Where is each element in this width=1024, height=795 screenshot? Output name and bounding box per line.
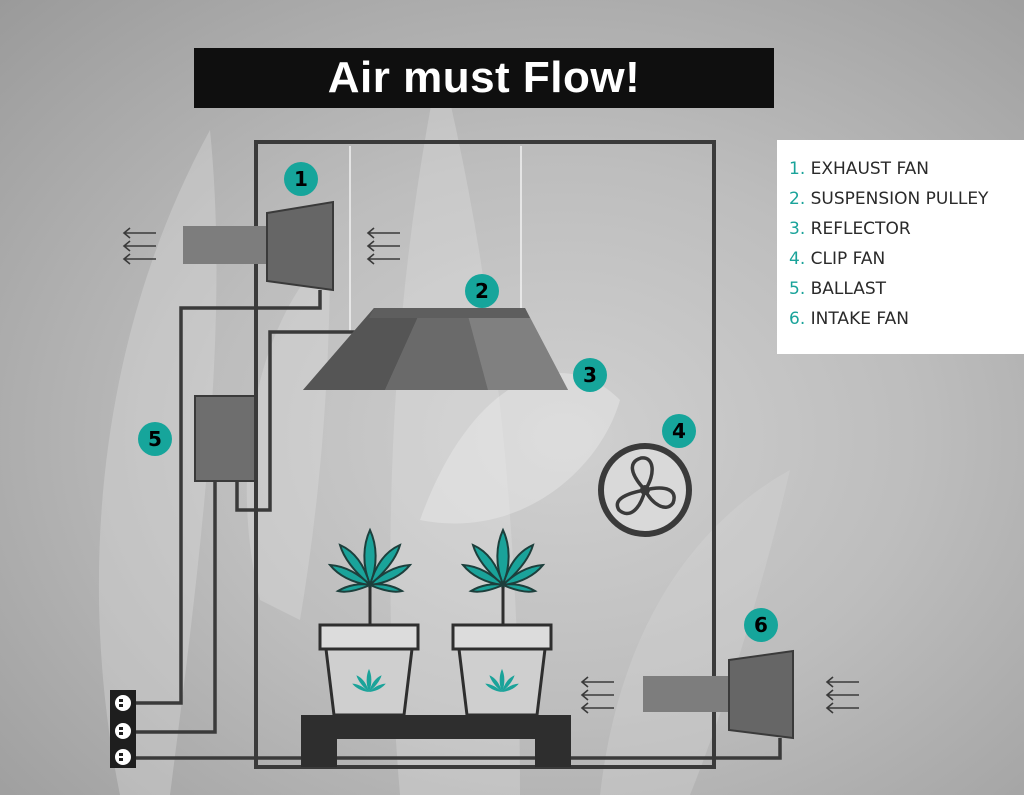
wiring (128, 290, 782, 760)
airflow-arrows-icon (580, 676, 614, 714)
legend-number: 6. (789, 309, 806, 329)
pot-leaf-icon (485, 668, 519, 692)
legend-item: 4. CLIP FAN (789, 244, 1024, 274)
airflow-arrows-icon (122, 227, 156, 265)
cannabis-plant-icon (327, 527, 413, 625)
power-outlet-icon (110, 690, 136, 768)
legend-number: 3. (789, 219, 806, 239)
legend-number: 5. (789, 279, 806, 299)
legend-label: REFLECTOR (810, 219, 911, 239)
legend-item: 3. REFLECTOR (789, 214, 1024, 244)
exhaust-fan-icon (183, 200, 334, 292)
legend-number: 2. (789, 189, 806, 209)
badge-ballast: 5 (138, 422, 172, 456)
badge-suspension-pulley: 2 (465, 274, 499, 308)
page-title: Air must Flow! (327, 53, 641, 102)
ballast-icon (194, 395, 256, 482)
badge-clip-fan: 4 (662, 414, 696, 448)
legend-item: 1. EXHAUST FAN (789, 154, 1024, 184)
badge-reflector: 3 (573, 358, 607, 392)
title-banner: Air must Flow! (194, 48, 774, 108)
badge-intake-fan: 6 (744, 608, 778, 642)
legend-label: BALLAST (810, 279, 887, 299)
legend-label: SUSPENSION PULLEY (810, 189, 989, 209)
legend-item: 6. INTAKE FAN (789, 304, 1024, 334)
legend-number: 4. (789, 249, 806, 269)
intake-fan-icon (643, 649, 794, 740)
badge-exhaust-fan: 1 (284, 162, 318, 196)
legend-item: 5. BALLAST (789, 274, 1024, 304)
legend-label: INTAKE FAN (810, 309, 909, 329)
legend-label: CLIP FAN (810, 249, 886, 269)
reflector-icon (303, 308, 568, 390)
airflow-arrows-icon (825, 676, 859, 714)
legend-label: EXHAUST FAN (810, 159, 930, 179)
cannabis-plant-icon (460, 527, 546, 625)
airflow-arrows-icon (366, 227, 400, 265)
legend-number: 1. (789, 159, 806, 179)
pot-leaf-icon (352, 668, 386, 692)
legend: 1. EXHAUST FAN 2. SUSPENSION PULLEY 3. R… (777, 140, 1024, 354)
legend-item: 2. SUSPENSION PULLEY (789, 184, 1024, 214)
plant-table (301, 715, 571, 767)
clip-fan-icon (598, 443, 692, 537)
